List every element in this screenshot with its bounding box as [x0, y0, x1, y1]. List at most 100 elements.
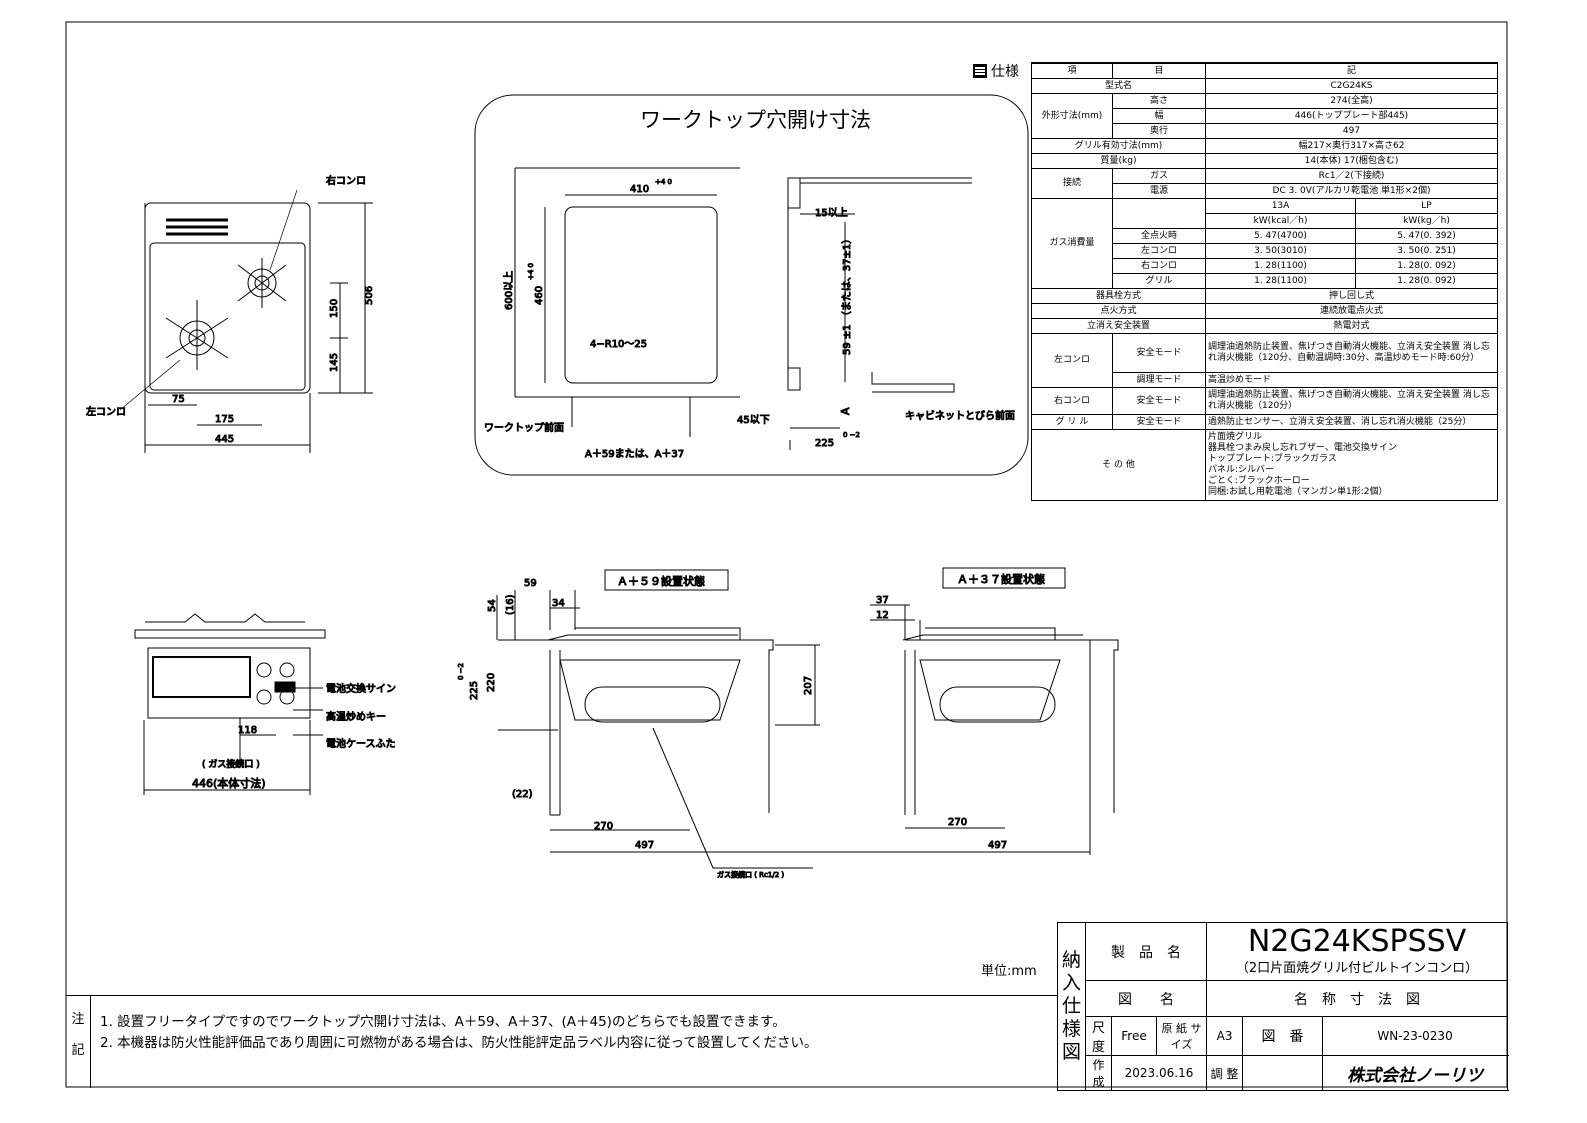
dim-22: (22) [512, 789, 533, 800]
notes-label: 注記 [66, 996, 91, 1088]
drawing-number: WN-23-0230 [1322, 1016, 1509, 1056]
dim-446: 446(本体寸法) [192, 776, 266, 790]
spec-header: 項 [1031, 62, 1113, 79]
dim-207: 207 [803, 676, 814, 695]
spec-value: 497 [1204, 123, 1499, 139]
dim-270: 270 [594, 821, 613, 832]
spec-value: 3. 50(0. 251) [1354, 243, 1499, 259]
dim-445: 445 [215, 434, 234, 445]
spec-value: C2G24KS [1204, 78, 1499, 94]
spec-header: 記 [1204, 62, 1499, 79]
spec-key: 安全モード [1112, 333, 1206, 373]
spec-value: 1. 28(0. 092) [1354, 273, 1499, 289]
made-label: 作 成 [1085, 1055, 1112, 1091]
label-gas-port-rc: ガス接続口 ( Rc1/2 ) [717, 870, 784, 879]
spec-icon [973, 64, 987, 78]
spec-key: 接続 [1031, 168, 1113, 199]
spec-key: グリル有効寸法(mm) [1031, 138, 1206, 154]
spec-value: 5. 47(0. 392) [1354, 228, 1499, 244]
spec-value: 274(全高) [1204, 93, 1499, 109]
notes: 注記 1. 設置フリータイプですのでワークトップ穴開け寸法は、A＋59、A＋37… [66, 995, 1057, 1088]
doc-type-char: 図 [1061, 1041, 1081, 1063]
dim-497: 497 [635, 840, 654, 851]
label-worktop-front: ワークトップ前面 [484, 421, 564, 434]
spec-key: 奥行 [1112, 123, 1206, 139]
dim-460-tol: +4 0 [527, 263, 535, 280]
other-line: トッププレート:ブラックガラス [1208, 454, 1337, 464]
label-cabinet-front: キャビネットとびら前面 [905, 409, 1015, 422]
note-2: 2. 本機器は防火性能評価品であり周囲に可燃物がある場合は、防火性能評定品ラベル… [100, 1035, 818, 1051]
spec-key: 左コンロ [1112, 243, 1206, 259]
product: N2G24KSPSSV（2口片面焼グリル付ビルトインコンロ） [1206, 922, 1509, 981]
dim-225-side-tol: 0 −2 [457, 663, 465, 680]
notes-label-char: 記 [71, 1043, 85, 1058]
scale-label: 尺 度 [1085, 1016, 1118, 1056]
dim-460: 460 [534, 286, 545, 305]
product-label: 製 品 名 [1084, 922, 1208, 981]
front-view: 電池交換サイン 高温炒めキー 電池ケースふた 118 ( ガス接続口 ) 446… [134, 613, 397, 795]
spec-value: 3. 50(3010) [1205, 243, 1356, 259]
dim-34: 34 [552, 598, 565, 609]
dim-75: 75 [172, 394, 185, 405]
dim-59: 59 ±1 （または、37±1） [841, 234, 853, 355]
spec-key: 安全モード [1112, 414, 1206, 430]
dim-410: 410 [630, 184, 649, 195]
dim-54: 54 [487, 599, 498, 612]
unit-label: 単位:mm [981, 964, 1037, 979]
dim-225-side: 225 [469, 681, 480, 700]
spec-value: 連続放電点火式 [1204, 303, 1499, 319]
spec-value: 1. 28(1100) [1205, 273, 1356, 289]
spec-value: 過熱防止センサー、立消え安全装置、消し忘れ消火機能（25分） [1204, 414, 1499, 430]
spec-value: 調理油過熱防止装置、焦げつき自動消火機能、立消え安全装置 消し忘れ消火機能（12… [1204, 333, 1499, 373]
other-line: ごとく:ブラックホーロー [1208, 476, 1310, 486]
label-left-burner: 左コンロ [86, 405, 126, 418]
top-view: 右コンロ 左コンロ 506 150 145 75 175 445 [86, 174, 376, 453]
spec-key: ガス消費量 [1031, 198, 1113, 289]
spec-key: 点火方式 [1031, 303, 1206, 319]
label-radius: 4−R10〜25 [590, 339, 647, 350]
dim-225-tol: 0 −2 [843, 431, 860, 439]
spec-value: kW(kg／h) [1354, 213, 1499, 229]
left-burner-icon [165, 300, 229, 370]
doc-type-char: 納 [1061, 949, 1081, 971]
worktop-title: ワークトップ穴開け寸法 [640, 108, 871, 132]
spec-key: 左コンロ [1031, 333, 1113, 388]
paper-label: 原 紙 サイズ [1155, 1016, 1208, 1056]
dim-225: 225 [815, 438, 834, 449]
spec-key: 高さ [1112, 93, 1206, 109]
spec-key: 全点火時 [1112, 228, 1206, 244]
dim-37: 37 [876, 595, 889, 606]
spec-value: Rc1／2(下接続) [1204, 168, 1499, 184]
dim-270-b: 270 [948, 817, 967, 828]
label-a: A [839, 407, 852, 415]
right-burner-icon [237, 258, 287, 308]
spec-value: 1. 28(0. 092) [1354, 258, 1499, 274]
note-1: 1. 設置フリータイプですのでワークトップ穴開け寸法は、A＋59、A＋37、(A… [100, 1014, 786, 1030]
spec-key: 右コンロ [1031, 387, 1113, 415]
a37-title: Ａ＋３７設置状態 [957, 572, 1045, 586]
title-block: 納入仕様図 製 品 名 N2G24KSPSSV（2口片面焼グリル付ビルトインコン… [1057, 922, 1509, 1091]
dim-220: 220 [486, 673, 497, 692]
dim-45: 45以下 [737, 415, 770, 426]
doc-type-char: 入 [1061, 972, 1081, 994]
doc-type-char: 仕 [1061, 995, 1081, 1017]
drawing-name: 名 称 寸 法 図 [1206, 980, 1509, 1017]
spec-value: 幅217×奥行317×高さ62 [1204, 138, 1499, 154]
spec-key: 調理モード [1112, 372, 1206, 388]
dim-15: 15以上 [815, 207, 848, 219]
worktop-cutout-diagram: 410 +4 0 600以上 460 +4 0 4−R10〜25 ワークトップ前… [474, 94, 1029, 476]
spec-value: 高温炒めモード [1204, 372, 1499, 388]
spec-header: 目 [1112, 62, 1206, 79]
spec-key: 器具栓方式 [1031, 288, 1206, 304]
date: 2023.06.16 [1110, 1055, 1208, 1091]
spec-key: グリル [1112, 273, 1206, 289]
spec-key: 質量(kg) [1031, 153, 1206, 169]
number-label: 図 番 [1242, 1016, 1324, 1056]
check-label: 調 整 [1206, 1055, 1244, 1091]
notes-label-char: 注 [71, 1012, 85, 1027]
other-line: 同梱:お試し用乾電池（マンガン単1形:2個） [1208, 487, 1388, 497]
spec-value: 押し回し式 [1204, 288, 1499, 304]
spec-key: ガス [1112, 168, 1206, 184]
spec-value: kW(kcal／h) [1205, 213, 1356, 229]
